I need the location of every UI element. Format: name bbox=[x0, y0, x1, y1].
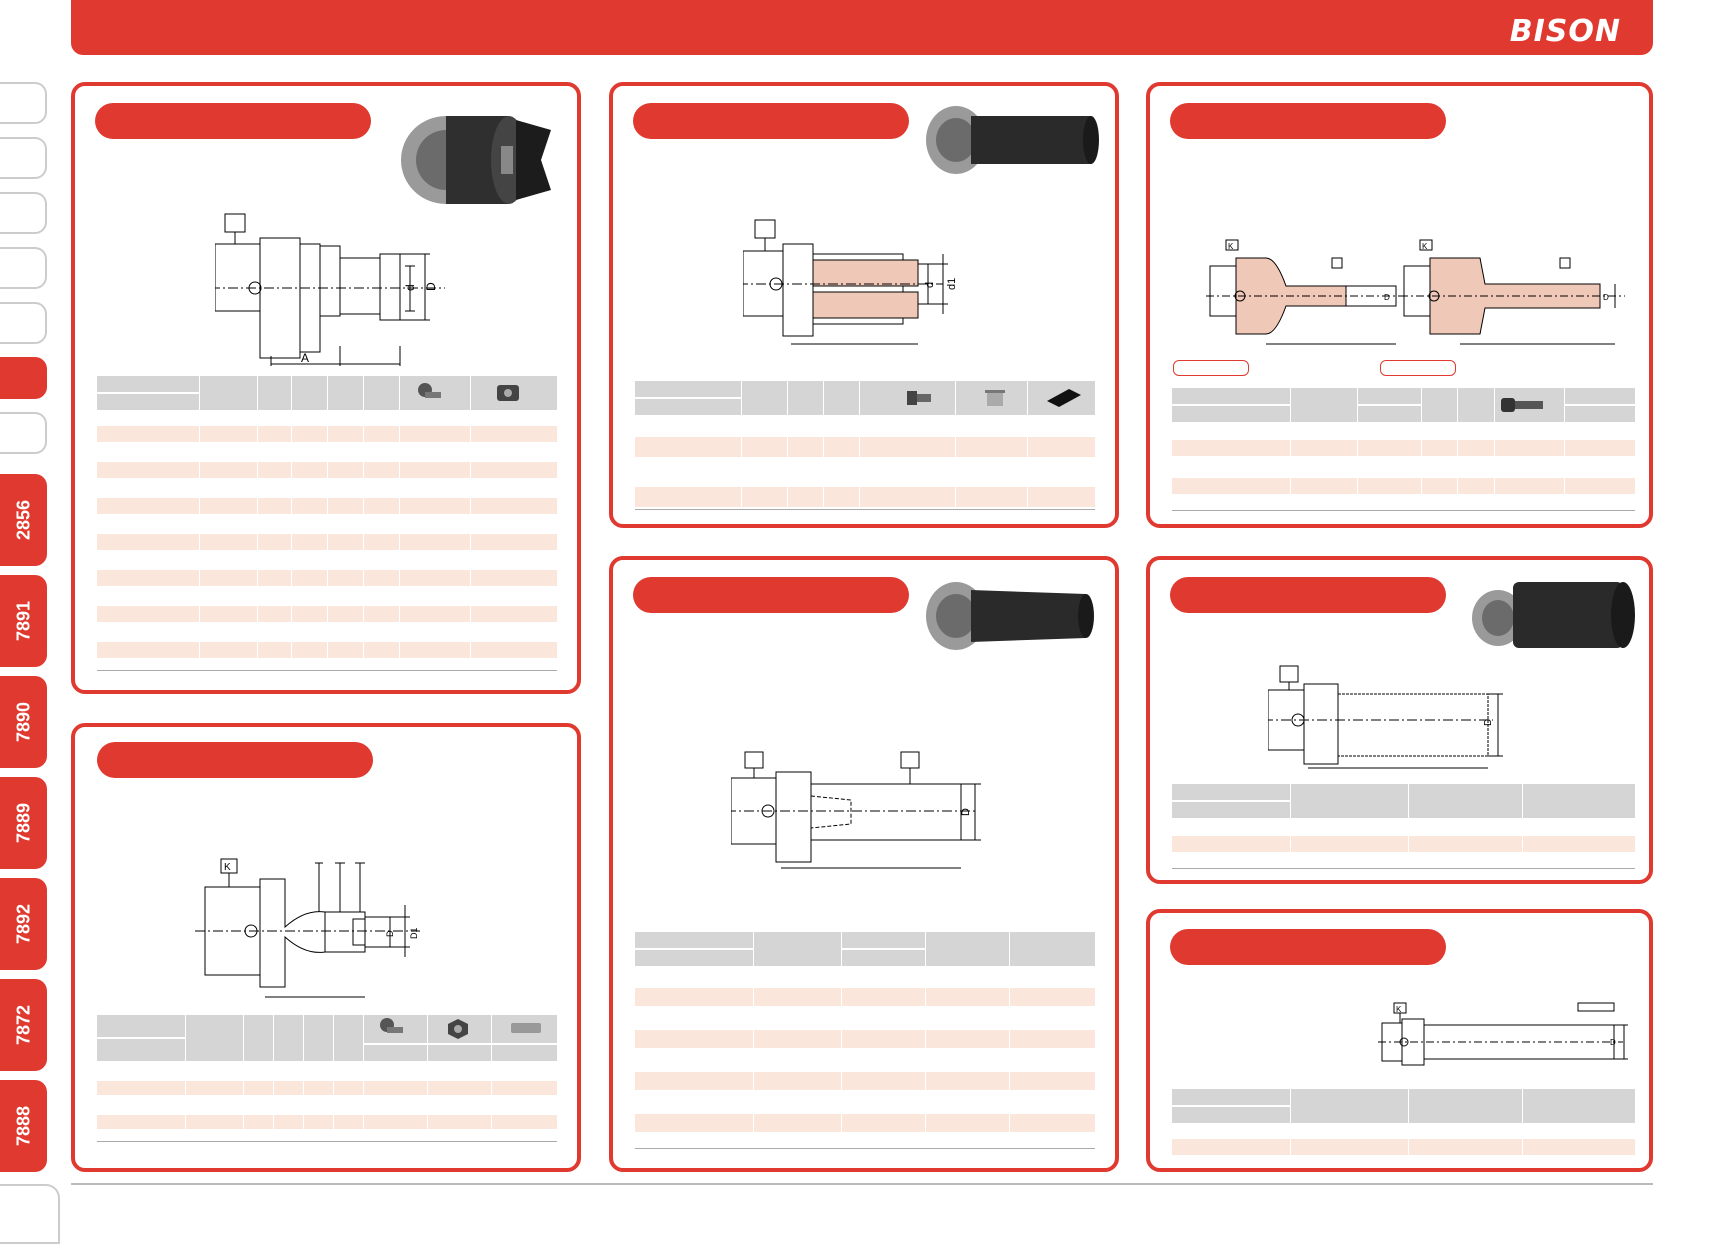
spec-table bbox=[1172, 1089, 1635, 1159]
spec-table bbox=[635, 381, 1095, 521]
panel-endmill-holder: d d1 bbox=[609, 82, 1119, 528]
pin-icon bbox=[985, 390, 1005, 406]
table-row bbox=[1172, 478, 1635, 494]
spec-table bbox=[1172, 784, 1635, 874]
ref-K-label: K bbox=[1228, 242, 1234, 251]
dim-d-label: d bbox=[403, 284, 417, 291]
panel-shrink-fit-holder: K D K D bbox=[1146, 82, 1653, 528]
bottom-tab bbox=[0, 1184, 60, 1244]
dim-D-label: D bbox=[1483, 719, 1494, 726]
table-footer-rule bbox=[635, 509, 1095, 510]
table-row bbox=[635, 988, 1095, 1006]
endmill-holder-photo bbox=[926, 106, 1099, 174]
panel-morse-taper-holder: D bbox=[609, 556, 1119, 1172]
side-tab-active[interactable] bbox=[0, 357, 47, 399]
bolt-icon bbox=[380, 1018, 403, 1033]
header-bar: BISON bbox=[71, 0, 1653, 55]
side-tab-7891[interactable]: 7891 bbox=[0, 575, 47, 667]
dim-D-label: D bbox=[1384, 293, 1390, 302]
dim-D-label: D bbox=[960, 808, 972, 816]
shrink-fit-holder-drawing-b: K D bbox=[1400, 239, 1625, 345]
blank-holder-drawing: D bbox=[1268, 665, 1503, 769]
side-tab-blank[interactable] bbox=[0, 192, 47, 234]
table-footer-rule bbox=[635, 1148, 1095, 1149]
face-mill-holder-photo bbox=[401, 116, 551, 204]
spec-table bbox=[97, 1015, 557, 1155]
panel-blank-holder: D bbox=[1146, 556, 1653, 884]
table-footer-rule bbox=[97, 1141, 557, 1142]
panel-title-bar bbox=[1170, 929, 1446, 965]
dim-A-label: A bbox=[301, 351, 309, 365]
table-footer-rule bbox=[1172, 510, 1635, 511]
spec-table bbox=[635, 932, 1095, 1162]
table-footer-rule bbox=[1172, 868, 1635, 869]
side-tab-blank[interactable] bbox=[0, 82, 47, 124]
table-row bbox=[635, 487, 1095, 507]
panel-title-bar bbox=[97, 742, 373, 778]
footer-rule bbox=[71, 1183, 1653, 1185]
table-row bbox=[1172, 1139, 1635, 1155]
dim-D-label: D bbox=[1603, 293, 1609, 302]
table-row bbox=[97, 1081, 557, 1095]
table-row bbox=[635, 437, 1095, 457]
dim-D-label: D bbox=[385, 930, 395, 937]
side-tab-7889[interactable]: 7889 bbox=[0, 777, 47, 869]
table-row bbox=[1172, 836, 1635, 852]
table-row bbox=[97, 1115, 557, 1129]
side-tab-7890[interactable]: 7890 bbox=[0, 676, 47, 768]
side-tab-2856[interactable]: 2856 bbox=[0, 474, 47, 566]
side-tab-7892[interactable]: 7892 bbox=[0, 878, 47, 970]
morse-taper-holder-drawing: D bbox=[731, 751, 981, 869]
table-row bbox=[635, 1072, 1095, 1090]
panel-title-bar bbox=[95, 103, 371, 139]
ref-K-label: K bbox=[224, 862, 231, 873]
panel-shell-mill-holder: K D D1 bbox=[71, 723, 581, 1172]
dim-D-label: D bbox=[1610, 1038, 1616, 1047]
variant-label-a bbox=[1173, 360, 1249, 376]
dim-d-label: d bbox=[924, 282, 936, 288]
dim-D1-label: D1 bbox=[409, 927, 419, 939]
spec-table bbox=[1172, 388, 1635, 518]
panel-title-bar bbox=[1170, 577, 1446, 613]
shell-mill-holder-drawing: K D D1 bbox=[195, 858, 420, 998]
variant-label-b bbox=[1380, 360, 1456, 376]
screw-icon bbox=[1501, 398, 1543, 412]
panel-title-bar bbox=[1170, 103, 1446, 139]
table-row bbox=[635, 1030, 1095, 1048]
endmill-holder-drawing: d d1 bbox=[743, 219, 958, 345]
extension-holder-drawing: K D bbox=[1378, 1002, 1628, 1066]
clamp-nut-icon bbox=[497, 385, 519, 401]
table-row bbox=[1172, 440, 1635, 456]
screw-icon bbox=[418, 383, 441, 398]
lock-nut-icon bbox=[448, 1019, 468, 1039]
panel-title-bar bbox=[633, 103, 909, 139]
panel-extension-holder: K D bbox=[1146, 909, 1653, 1172]
side-tab-7888[interactable]: 7888 bbox=[0, 1080, 47, 1172]
ref-K-label: K bbox=[1422, 242, 1428, 251]
bison-logo: BISON bbox=[1509, 14, 1621, 49]
side-tab-blank[interactable] bbox=[0, 247, 47, 289]
dim-D-label: D bbox=[424, 282, 438, 291]
dim-d1-label: d1 bbox=[946, 278, 958, 290]
side-tab-7872[interactable]: 7872 bbox=[0, 979, 47, 1071]
side-tab-blank[interactable] bbox=[0, 137, 47, 179]
spec-table bbox=[97, 376, 557, 676]
shrink-fit-holder-drawing-a: K D bbox=[1206, 239, 1401, 345]
side-tab-blank[interactable] bbox=[0, 412, 47, 454]
panel-face-mill-holder: A d D bbox=[71, 82, 581, 694]
face-mill-holder-drawing: A d D bbox=[215, 213, 445, 366]
wedge-key-icon bbox=[1047, 389, 1081, 407]
panel-title-bar bbox=[633, 577, 909, 613]
table-footer-rule bbox=[97, 670, 557, 671]
morse-taper-holder-photo bbox=[926, 582, 1094, 650]
blank-holder-photo bbox=[1472, 582, 1635, 648]
table-row bbox=[635, 1114, 1095, 1132]
ref-K-label: K bbox=[1396, 1005, 1402, 1014]
screw-icon bbox=[907, 391, 931, 405]
side-tab-blank[interactable] bbox=[0, 302, 47, 344]
key-bar-icon bbox=[511, 1023, 541, 1033]
